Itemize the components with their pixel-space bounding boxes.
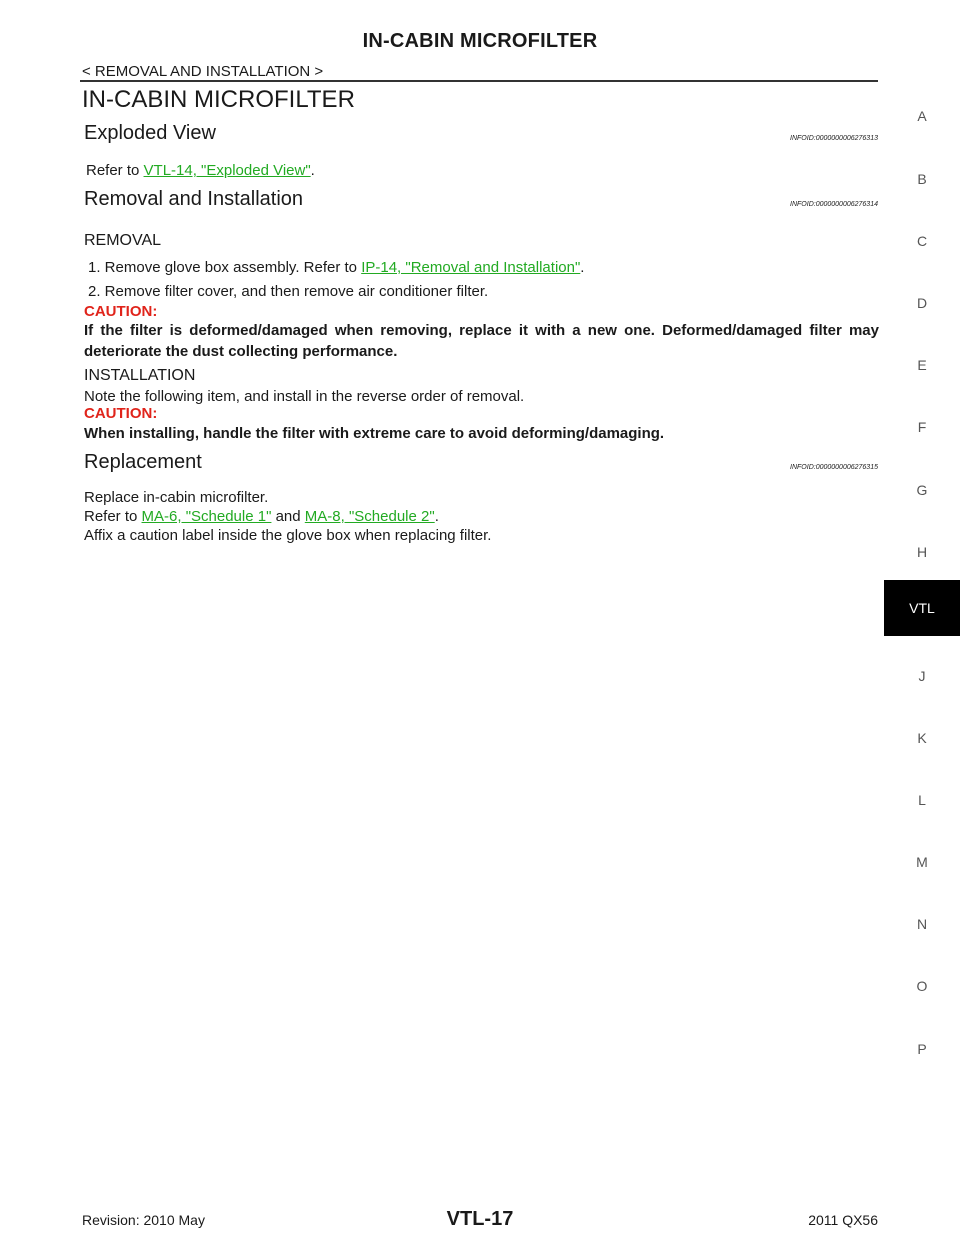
subheading-installation: INSTALLATION	[84, 367, 196, 384]
side-index-e[interactable]: E	[917, 357, 927, 373]
side-index-p[interactable]: P	[917, 1041, 927, 1057]
side-index-k[interactable]: K	[917, 730, 927, 746]
page-title: IN-CABIN MICROFILTER	[82, 86, 355, 113]
side-index-vtl-active[interactable]: VTL	[884, 580, 960, 636]
link-vtl-14-exploded-view[interactable]: VTL-14, "Exploded View"	[143, 162, 311, 179]
link-ma-6-schedule-1[interactable]: MA-6, "Schedule 1"	[141, 508, 272, 525]
revision-date: Revision: 2010 May	[82, 1212, 205, 1228]
section-title-exploded-view: Exploded View	[84, 122, 216, 144]
caution-text-installation: When installing, handle the filter with …	[84, 425, 665, 442]
page-number: VTL-17	[446, 1208, 514, 1230]
replacement-line-3: Affix a caution label inside the glove b…	[84, 527, 492, 544]
breadcrumb: < REMOVAL AND INSTALLATION >	[82, 63, 324, 80]
replacement-line-1: Replace in-cabin microfilter.	[84, 489, 269, 506]
running-title: IN-CABIN MICROFILTER	[362, 30, 598, 52]
info-id-replacement: INFOID:0000000006276315	[790, 464, 878, 471]
installation-note: Note the following item, and install in …	[84, 388, 525, 405]
exploded-view-reference: Refer to VTL-14, "Exploded View".	[86, 162, 315, 179]
side-index-h[interactable]: H	[916, 544, 928, 560]
side-index-b[interactable]: B	[917, 171, 927, 187]
side-index-o[interactable]: O	[916, 978, 928, 994]
side-index-j[interactable]: J	[918, 668, 926, 684]
caution-label-installation: CAUTION:	[84, 405, 158, 422]
side-index-f[interactable]: F	[917, 419, 927, 435]
side-index-l[interactable]: L	[918, 792, 926, 808]
replacement-line-2-and: and	[271, 508, 305, 525]
replacement-line-2-suffix: .	[434, 508, 439, 525]
removal-step-1-text: 1. Remove glove box assembly. Refer to	[88, 259, 362, 276]
side-index-c[interactable]: C	[916, 233, 928, 249]
link-ip-14-removal-and-installation[interactable]: IP-14, "Removal and Installation"	[361, 259, 581, 276]
side-index-n[interactable]: N	[916, 916, 928, 932]
replacement-line-2: Refer to MA-6, "Schedule 1" and MA-8, "S…	[84, 508, 439, 525]
subheading-removal: REMOVAL	[84, 232, 162, 249]
vehicle-model: 2011 QX56	[808, 1212, 878, 1228]
caution-label-removal: CAUTION:	[84, 303, 158, 320]
exploded-view-reference-suffix: .	[310, 162, 315, 179]
side-index-g[interactable]: G	[916, 482, 928, 498]
info-id-exploded-view: INFOID:0000000006276313	[790, 135, 878, 142]
removal-step-2: 2. Remove filter cover, and then remove …	[88, 283, 489, 300]
info-id-removal-and-installation: INFOID:0000000006276314	[790, 201, 878, 208]
section-title-removal-and-installation: Removal and Installation	[84, 188, 304, 210]
caution-text-removal: If the filter is deformed/damaged when r…	[84, 322, 879, 360]
removal-step-1: 1. Remove glove box assembly. Refer to I…	[88, 259, 584, 276]
side-index-a[interactable]: A	[917, 108, 927, 124]
section-title-replacement: Replacement	[84, 451, 202, 473]
exploded-view-reference-prefix: Refer to	[86, 162, 144, 179]
link-ma-8-schedule-2[interactable]: MA-8, "Schedule 2"	[304, 508, 435, 525]
replacement-line-2-prefix: Refer to	[84, 508, 142, 525]
side-index-d[interactable]: D	[916, 295, 928, 311]
removal-step-1-suffix: .	[580, 259, 585, 276]
side-index-m[interactable]: M	[916, 854, 928, 870]
header-divider	[80, 80, 878, 82]
